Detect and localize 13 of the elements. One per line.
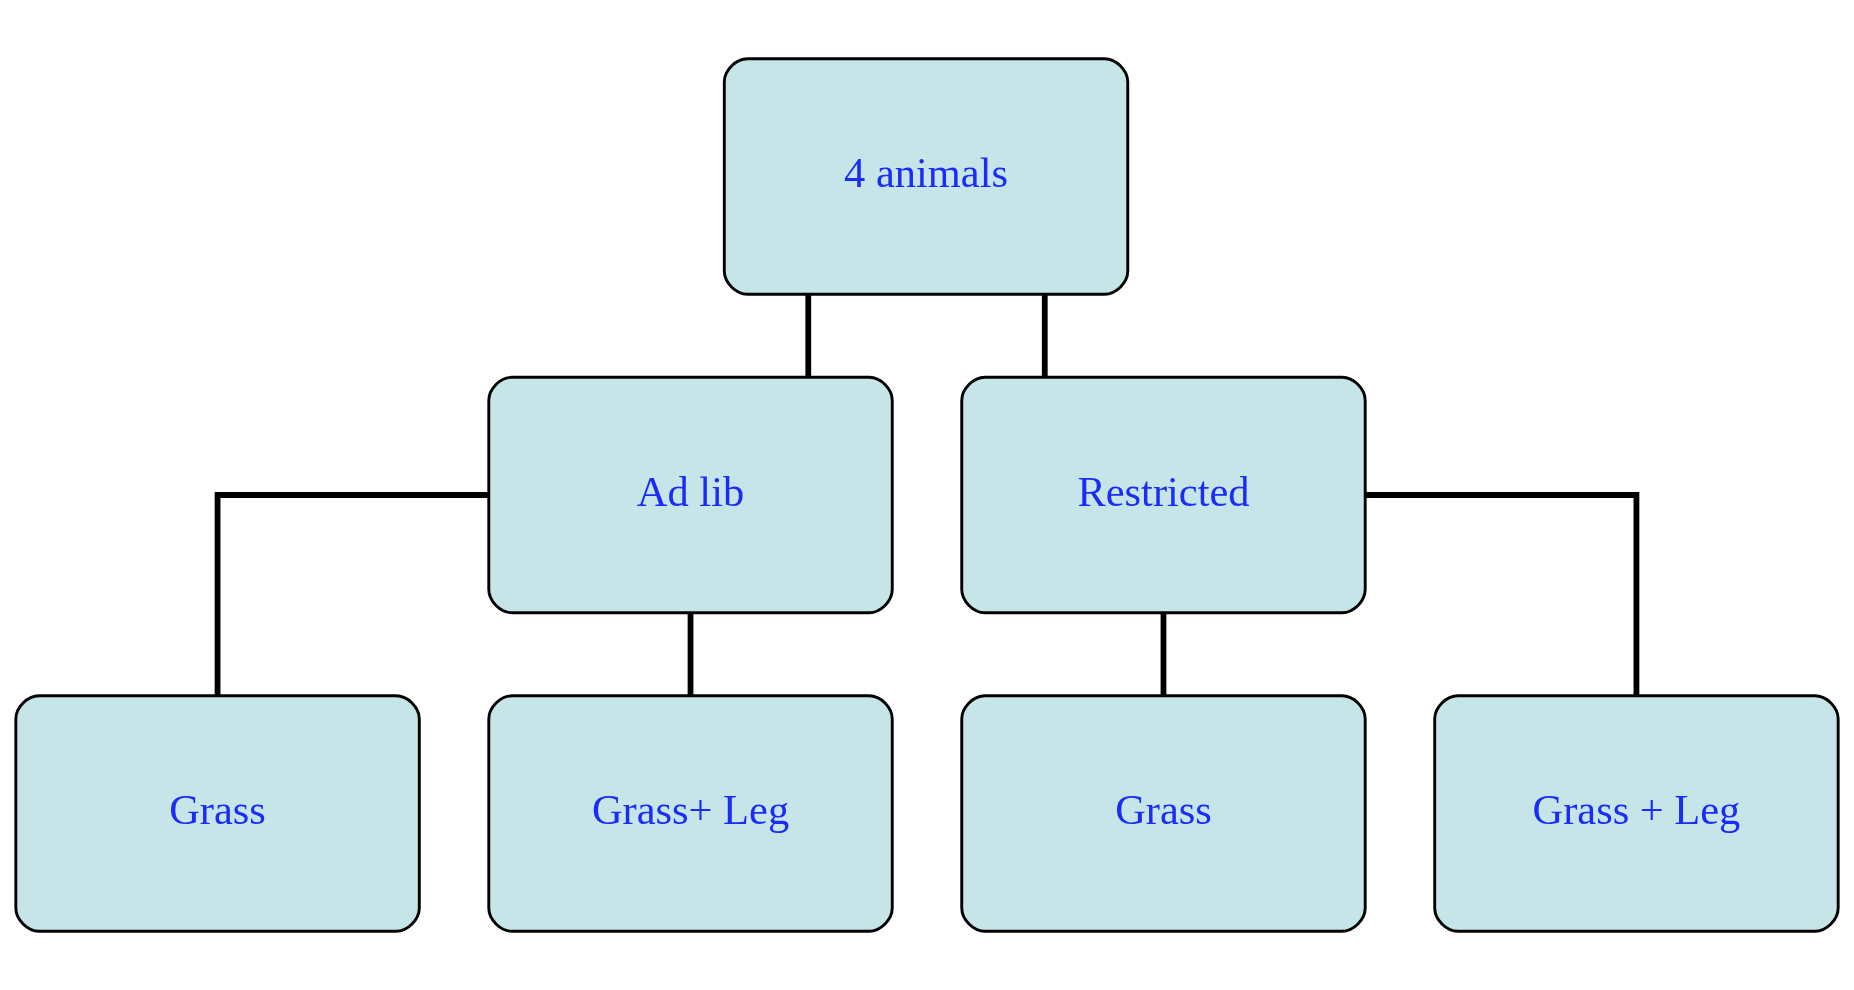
connector	[214, 492, 489, 695]
node-box: Grass	[960, 694, 1367, 933]
node-box: Grass	[14, 694, 421, 933]
connector	[805, 295, 812, 377]
connector	[1365, 492, 1640, 695]
connector	[687, 613, 694, 696]
connector	[1041, 295, 1048, 377]
node-box: Grass + Leg	[1433, 694, 1840, 933]
node-box: Ad lib	[487, 375, 894, 615]
connector	[1160, 613, 1167, 696]
node-box: 4 animals	[722, 57, 1130, 296]
node-box: Grass+ Leg	[487, 694, 894, 933]
node-box: Restricted	[960, 375, 1367, 615]
